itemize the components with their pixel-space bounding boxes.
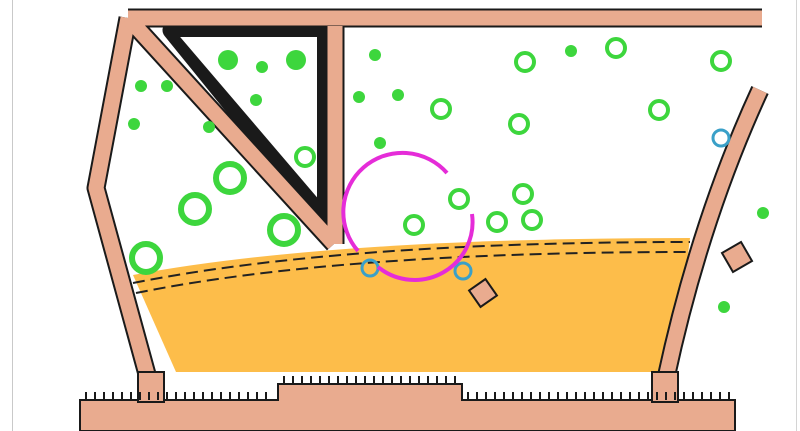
green-vegetation-ring	[403, 214, 425, 236]
vegetation-dots	[128, 45, 769, 313]
path-network	[86, 8, 769, 381]
water-rings	[360, 128, 731, 281]
building-structure	[79, 371, 736, 431]
green-vegetation-dot	[218, 50, 238, 70]
green-vegetation-dot	[135, 80, 147, 92]
green-vegetation-ring	[129, 241, 163, 275]
green-vegetation-ring	[178, 192, 212, 226]
boulder-1	[467, 277, 499, 309]
green-vegetation-dot	[565, 45, 577, 57]
green-vegetation-ring	[430, 98, 452, 120]
green-vegetation-dot	[392, 89, 404, 101]
green-vegetation-ring	[448, 188, 470, 210]
control-circle-arc-2	[376, 213, 475, 282]
green-vegetation-ring	[508, 113, 530, 135]
green-vegetation-dot	[286, 50, 306, 70]
green-vegetation-ring	[648, 99, 670, 121]
green-vegetation-ring	[512, 183, 534, 205]
green-vegetation-dot	[256, 61, 268, 73]
blue-water-ring	[453, 261, 473, 281]
vegetation-rings	[129, 37, 732, 275]
green-vegetation-ring	[605, 37, 627, 59]
green-vegetation-dot	[203, 121, 215, 133]
track-dashed-line-upper	[132, 241, 691, 284]
green-vegetation-dot	[369, 49, 381, 61]
building-edge-ticks	[85, 376, 730, 400]
green-vegetation-dot	[374, 137, 386, 149]
green-vegetation-dot	[128, 118, 140, 130]
green-vegetation-ring	[267, 213, 301, 247]
green-vegetation-ring	[213, 161, 247, 195]
green-vegetation-ring	[294, 146, 316, 168]
open-land-area	[133, 238, 690, 372]
green-vegetation-dot	[250, 94, 262, 106]
green-vegetation-ring	[710, 50, 732, 72]
green-vegetation-ring	[521, 209, 543, 231]
green-vegetation-ring	[514, 51, 536, 73]
boulder-2	[720, 240, 754, 274]
control-circle	[341, 150, 449, 253]
green-vegetation-dot	[757, 207, 769, 219]
green-vegetation-dot	[718, 301, 730, 313]
green-vegetation-dot	[353, 91, 365, 103]
green-vegetation-ring	[486, 211, 508, 233]
green-vegetation-dot	[161, 80, 173, 92]
blue-water-ring	[711, 128, 731, 148]
